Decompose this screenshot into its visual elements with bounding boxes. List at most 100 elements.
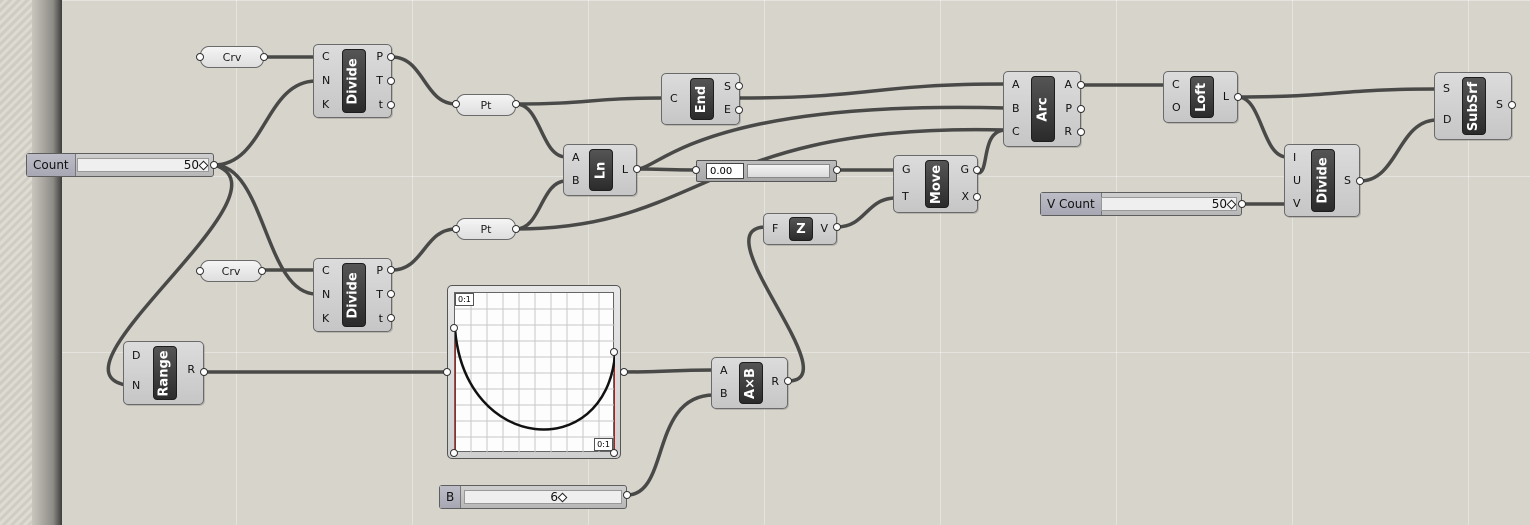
end-output-s-grip[interactable] [735, 82, 743, 90]
graph-input-grip[interactable] [443, 368, 451, 376]
panel-input-grip[interactable] [692, 166, 700, 174]
axb-output-r: R [771, 375, 779, 388]
subsurface-component[interactable]: SubSrf S D S [1434, 72, 1512, 140]
graph-mapper[interactable]: 0:1 0:1 [447, 285, 621, 459]
crv-param-2[interactable]: Crv [200, 260, 262, 282]
count-slider-output-grip[interactable] [210, 161, 218, 169]
graph-handle-right[interactable] [610, 348, 618, 356]
b-slider-output-grip[interactable] [623, 491, 631, 499]
divide-2-output-p: P [376, 264, 383, 277]
divide-3-output-grip[interactable] [1356, 177, 1364, 185]
b-slider-rail[interactable] [464, 490, 622, 504]
number-panel[interactable]: 0.00 [696, 160, 837, 182]
crv-param-1[interactable]: Crv [200, 46, 264, 68]
divide-2-output-t-grip[interactable] [387, 290, 395, 298]
axb-caption: A×B [738, 362, 763, 404]
move-output-g: G [960, 163, 969, 176]
axb-output-grip[interactable] [784, 377, 792, 385]
pt-param-1[interactable]: Pt [456, 94, 516, 116]
unit-z-component[interactable]: Z F V [763, 213, 837, 245]
arc-component[interactable]: Arc A B C A P R [1003, 71, 1081, 147]
subsrf-caption: SubSrf [1462, 77, 1486, 135]
graph-handle-bottom-left[interactable] [450, 449, 458, 457]
v-count-slider-value: 50 [1211, 197, 1227, 211]
pt-param-2-label: Pt [480, 222, 492, 236]
pt-2-output-grip[interactable] [512, 225, 520, 233]
divide-2-output-t-lower: t [378, 312, 383, 325]
subsrf-output-grip[interactable] [1508, 101, 1516, 109]
graph-handle-top-left[interactable] [450, 324, 458, 332]
range-output-grip[interactable] [200, 368, 208, 376]
divide-3-input-i: I [1293, 151, 1297, 164]
count-slider-rail[interactable] [77, 158, 209, 172]
ln-output-l: L [621, 163, 628, 176]
divide-2-output-p-grip[interactable] [387, 266, 395, 274]
v-count-slider-rail[interactable] [1101, 197, 1237, 211]
pt-1-output-grip[interactable] [512, 100, 520, 108]
graph-output-grip[interactable] [620, 368, 628, 376]
move-input-g: G [902, 163, 911, 176]
axb-input-a: A [720, 364, 728, 377]
divide-1-output-t: T [376, 74, 383, 87]
pt-2-input-grip[interactable] [452, 225, 460, 233]
loft-output-grip[interactable] [1234, 93, 1242, 101]
z-output-grip[interactable] [833, 223, 841, 231]
loft-caption: Loft [1189, 76, 1214, 118]
divide-1-output-t-lower-grip[interactable] [387, 101, 395, 109]
number-panel-value[interactable]: 0.00 [706, 163, 744, 179]
crv-1-output-grip[interactable] [260, 53, 268, 61]
divide-surface-component[interactable]: Divide I U V S [1284, 144, 1360, 217]
panel-output-grip[interactable] [833, 166, 841, 174]
b-slider[interactable]: B 6 [439, 485, 627, 509]
move-caption: Move [924, 160, 949, 208]
v-count-output-grip[interactable] [1238, 200, 1246, 208]
range-input-d: D [132, 349, 141, 362]
loft-component[interactable]: Loft C O L [1163, 71, 1238, 123]
divide-1-input-n: N [322, 74, 331, 87]
crv-param-1-label: Crv [222, 50, 242, 64]
subsrf-input-d: D [1443, 113, 1452, 126]
graph-bottom-right-tag: 0:1 [594, 438, 613, 451]
wire-divide1-pt1 [390, 55, 458, 106]
divide-1-output-t-lower: t [378, 98, 383, 111]
v-count-slider[interactable]: V Count 50 [1040, 192, 1242, 216]
divide-1-output-t-grip[interactable] [387, 77, 395, 85]
move-component[interactable]: Move G T G X [893, 155, 978, 213]
crv-1-input-grip[interactable] [196, 53, 204, 61]
divide-1-output-p-grip[interactable] [387, 53, 395, 61]
divide-component-2[interactable]: Divide C N K P T t [313, 258, 392, 332]
end-points-component[interactable]: End C S E [661, 73, 740, 125]
multiplication-component[interactable]: A×B A B R [711, 357, 788, 409]
wire-loft-divide3-i [1236, 95, 1289, 159]
divide-2-caption: Divide [341, 263, 366, 327]
move-output-g-grip[interactable] [973, 166, 981, 174]
b-slider-label: B [440, 486, 462, 508]
arc-input-c: C [1012, 125, 1020, 138]
pt-1-input-grip[interactable] [452, 100, 460, 108]
ln-output-grip[interactable] [633, 165, 641, 173]
pt-param-2[interactable]: Pt [456, 218, 516, 240]
subsrf-input-s: S [1443, 82, 1450, 95]
end-input-c: C [670, 92, 678, 105]
crv-2-output-grip[interactable] [258, 267, 266, 275]
end-output-e: E [724, 103, 731, 116]
crv-param-2-label: Crv [221, 264, 241, 278]
range-component[interactable]: Range D N R [123, 341, 204, 405]
end-output-e-grip[interactable] [735, 106, 743, 114]
graph-handle-bottom-right[interactable] [610, 449, 618, 457]
divide-component-1[interactable]: Divide C N K P T t [313, 44, 392, 118]
wire-ln-panel [635, 167, 698, 172]
range-input-n: N [132, 379, 141, 392]
line-component[interactable]: Ln A B L [563, 144, 637, 196]
divide-1-caption: Divide [341, 49, 366, 113]
move-output-x-grip[interactable] [973, 193, 981, 201]
crv-2-input-grip[interactable] [196, 267, 204, 275]
arc-output-r-grip[interactable] [1077, 128, 1085, 136]
count-slider[interactable]: Count 50 [26, 153, 214, 177]
b-slider-value: 6 [550, 490, 558, 504]
arc-output-p-grip[interactable] [1077, 105, 1085, 113]
arc-output-a-grip[interactable] [1077, 81, 1085, 89]
divide-2-output-t-lower-grip[interactable] [387, 314, 395, 322]
v-count-slider-label: V Count [1041, 193, 1102, 215]
